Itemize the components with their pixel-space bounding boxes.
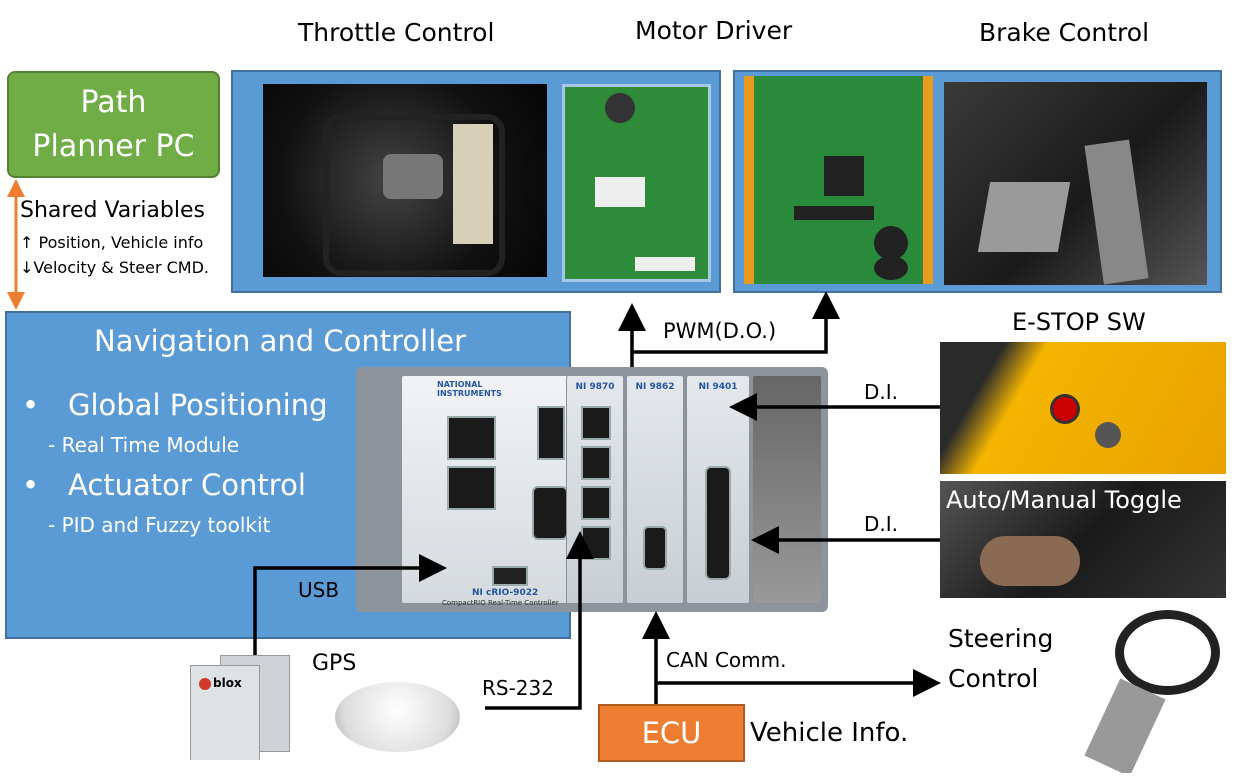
gps-antenna-photo — [335, 682, 460, 752]
bullet: • — [22, 468, 40, 502]
usb-label: USB — [298, 578, 340, 602]
throttle-control-title: Throttle Control — [298, 18, 495, 47]
rs232-label: RS-232 — [482, 676, 554, 700]
crio-model-sub-label: CompactRIO Real-Time Controller — [442, 599, 559, 607]
auto-manual-toggle-photo — [940, 481, 1226, 598]
estop-switch-photo — [940, 342, 1226, 474]
ublox-brand: blox — [213, 676, 242, 690]
crio-model-label: NI cRIO-9022 — [472, 588, 539, 598]
real-time-module-label: - Real Time Module — [48, 433, 240, 457]
module-label: NI 9401 — [698, 382, 738, 392]
path-planner-pc-box: Path Planner PC — [7, 71, 220, 178]
throttle-actuator-photo — [263, 84, 547, 277]
can-comm-label: CAN Comm. — [666, 648, 787, 672]
ublox-gps-module-photo: blox — [190, 655, 290, 760]
path-planner-line2: Planner PC — [32, 129, 195, 164]
brake-control-title: Brake Control — [979, 18, 1150, 47]
steering-line2: Control — [948, 664, 1039, 693]
pwm-wire — [630, 291, 840, 367]
ecu-box: ECU — [598, 704, 745, 762]
vehicle-info-label: Vehicle Info. — [750, 718, 909, 748]
gps-label: GPS — [312, 651, 357, 676]
usb-wire — [253, 554, 447, 655]
steering-wheel-photo — [1060, 605, 1230, 773]
throttle-driver-pcb-photo — [562, 84, 711, 282]
empty-slot — [752, 375, 822, 604]
steering-control-label: Steering Control — [948, 619, 1053, 699]
di-toggle-label: D.I. — [864, 512, 899, 536]
module-label: NI 9870 — [575, 382, 615, 392]
ecu-label: ECU — [641, 716, 702, 750]
rs232-wire — [485, 531, 594, 710]
estop-label: E-STOP SW — [1012, 308, 1146, 336]
global-positioning-label: Global Positioning — [68, 388, 328, 422]
path-planner-line1: Path — [80, 85, 147, 120]
motor-driver-pcb-photo — [744, 76, 933, 284]
steering-line1: Steering — [948, 624, 1054, 653]
module-label: NI 9862 — [635, 382, 675, 392]
bullet: • — [22, 388, 40, 422]
ni-9862-module: NI 9862 — [626, 375, 684, 604]
pid-fuzzy-label: - PID and Fuzzy toolkit — [48, 513, 271, 537]
navigation-title: Navigation and Controller — [94, 324, 467, 358]
shared-down-label: ↓Velocity & Steer CMD. — [20, 258, 209, 277]
brake-pedal-photo — [944, 82, 1207, 285]
shared-variables-label: Shared Variables — [20, 198, 205, 223]
pwm-label: PWM(D.O.) — [663, 319, 777, 343]
motor-driver-title: Motor Driver — [635, 16, 793, 45]
toggle-label: Auto/Manual Toggle — [946, 486, 1182, 514]
di-estop-label: D.I. — [864, 380, 899, 404]
ni-brand-label: NATIONAL INSTRUMENTS — [437, 380, 502, 398]
shared-up-label: ↑ Position, Vehicle info — [20, 233, 204, 252]
actuator-control-label: Actuator Control — [68, 468, 306, 502]
